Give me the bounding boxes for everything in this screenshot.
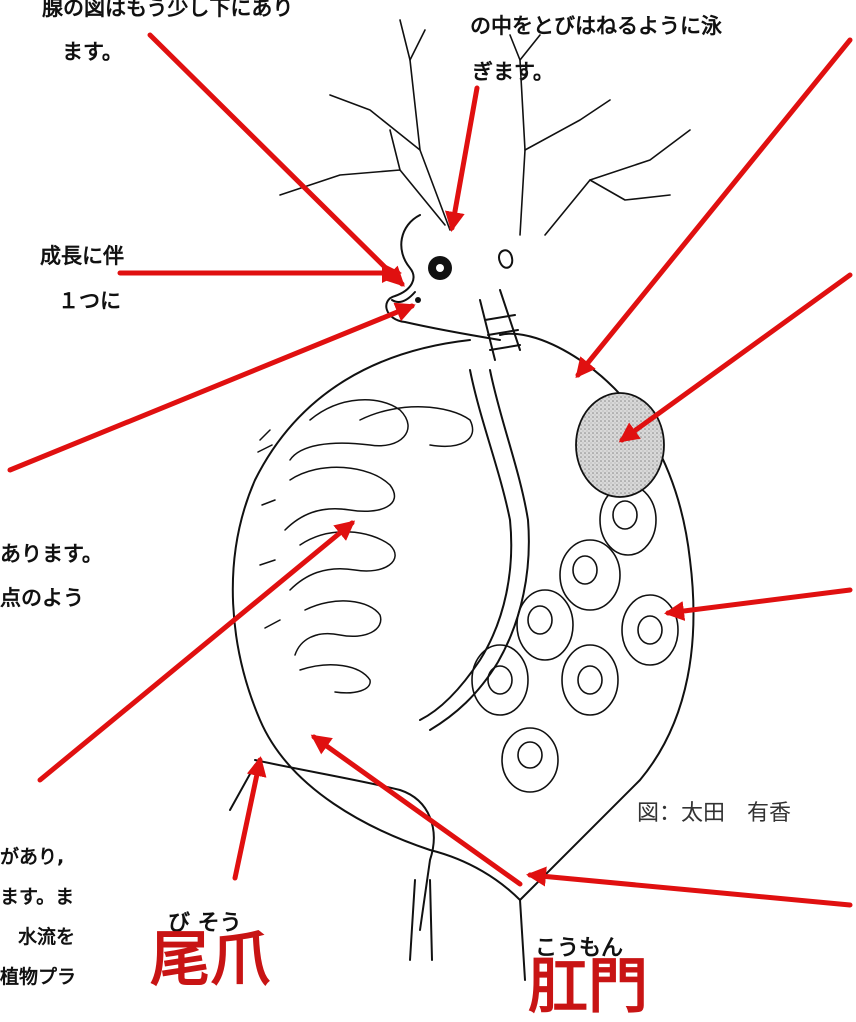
fragment-left-a-2: １つに <box>58 285 121 315</box>
label-koumon: 肛門 <box>528 957 648 1017</box>
fragment-top-center-1: の中をとびはねるように泳 <box>470 10 722 40</box>
thoracic-legs <box>258 400 473 693</box>
compound-eye <box>428 256 452 280</box>
illustrator-credit: 図：太田 有香 <box>637 795 791 827</box>
fragment-left-b-2: 点のよう <box>0 582 84 612</box>
fragment-bottom-left-4: 植物プラ <box>0 962 76 989</box>
heart <box>576 393 664 497</box>
fragment-bottom-left-3: 水流を <box>18 922 75 949</box>
pointer-arrows <box>10 35 850 905</box>
fragment-top-center-2: ぎます。 <box>472 56 554 86</box>
fragment-top-left-1: 腺の図はもう少し下にあり <box>42 0 293 22</box>
label-bisou: 尾爪 <box>150 930 270 990</box>
antennae <box>280 20 690 235</box>
ocellus <box>415 297 421 303</box>
gut <box>420 370 511 720</box>
fragment-top-left-2: ます。 <box>62 36 123 66</box>
fragment-left-a-1: 成長に伴 <box>40 240 124 270</box>
fragment-bottom-left-1: があり, <box>0 842 64 869</box>
brood-eggs <box>472 485 678 792</box>
fragment-bottom-left-2: ます。ま <box>0 882 74 909</box>
fragment-left-b-1: あります。 <box>0 538 103 568</box>
